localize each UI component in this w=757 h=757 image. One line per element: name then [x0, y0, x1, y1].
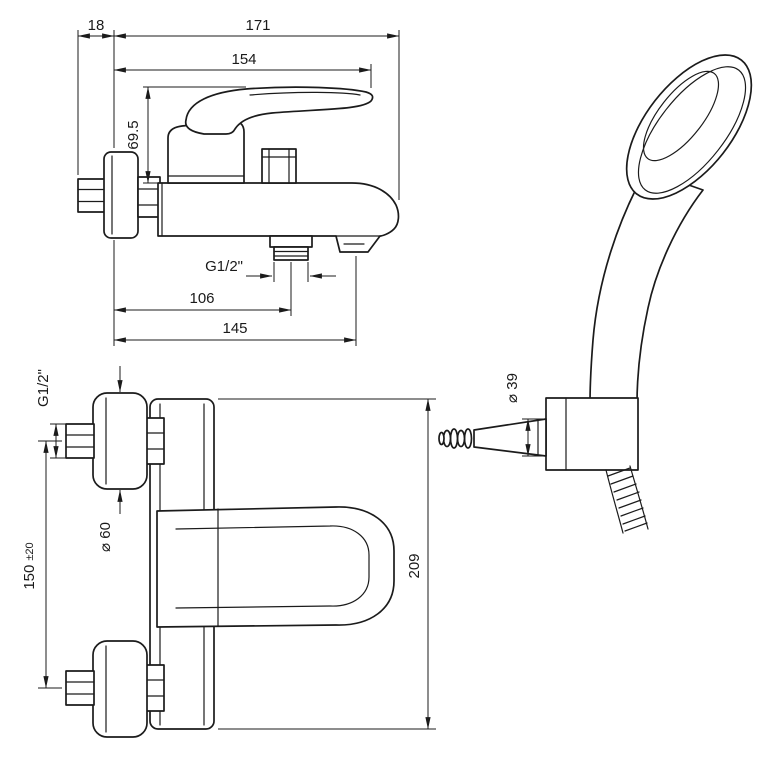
wall-union-top: [65, 423, 95, 459]
diverter-body: [261, 148, 297, 184]
dim-label-60: ⌀ 60: [97, 522, 114, 552]
wall-flange-top: [92, 392, 148, 490]
side-view-dimensions: 18 171 154 69.5 G1/2" 106 145: [77, 17, 400, 346]
hose-rib: [613, 483, 637, 493]
lever-handle: [184, 86, 374, 135]
dim-label-39: ⌀ 39: [504, 373, 521, 403]
supply-cone: [473, 418, 547, 457]
shower-dimensions: ⌀ 39: [504, 373, 546, 457]
union-nut-body: [65, 670, 95, 706]
handle-paddle: [156, 506, 395, 628]
dim-label-150-value: 150: [21, 565, 38, 590]
shower-outlet: [269, 235, 313, 261]
hose-rib: [618, 499, 642, 509]
dim-label-154: 154: [231, 51, 256, 68]
flange-disc: [92, 640, 148, 738]
dim-label-g12-outlet: G1/2": [205, 258, 243, 275]
hose-rib: [620, 507, 644, 517]
hose-rib: [616, 491, 640, 501]
hose-rib: [610, 475, 634, 485]
handle-accent-line: [249, 91, 361, 96]
shower-hose: [605, 465, 649, 534]
outlet-thread: [273, 246, 309, 261]
shower-face-plate: [642, 70, 720, 162]
hose-edge: [605, 469, 624, 534]
union-nut-body: [65, 423, 95, 459]
hand-shower-view: ⌀ 39: [438, 54, 753, 534]
flange-disc: [103, 151, 139, 239]
mixer-body: [157, 182, 400, 253]
dim-label-106: 106: [189, 290, 214, 307]
thread-ridge: [456, 429, 466, 448]
lever-handle-plan: [156, 506, 395, 628]
shower-handle: [589, 169, 704, 405]
wall-flange: [103, 151, 139, 239]
thread-ridge: [449, 428, 459, 449]
dim-label-69-5: 69.5: [125, 120, 142, 149]
dim-label-18: 18: [88, 17, 105, 34]
hose-rib: [607, 467, 631, 477]
shower-head: [625, 54, 753, 200]
wall-flange-bottom: [92, 640, 148, 738]
shower-head-rim: [637, 66, 747, 194]
front-view: G1/2" ⌀ 60 150±20 209: [21, 366, 436, 738]
wall-union-bottom: [65, 670, 95, 706]
holder-block: [545, 397, 639, 471]
dim-label-171: 171: [245, 17, 270, 34]
dim-label-150: 150±20: [21, 542, 38, 589]
handle-inner-line: [175, 525, 370, 609]
side-view: 18 171 154 69.5 G1/2" 106 145: [77, 17, 400, 346]
diverter-knob: [261, 148, 297, 184]
front-view-dimensions: G1/2" ⌀ 60 150±20 209: [21, 366, 436, 730]
dim-label-150-tolerance: ±20: [24, 542, 36, 560]
thread-ridge-tip: [438, 431, 445, 446]
thread-ridge: [463, 428, 473, 449]
dim-label-145: 145: [222, 320, 247, 337]
hose-rib: [624, 522, 648, 532]
wall-holder: [438, 397, 639, 471]
hose-rib: [622, 515, 646, 525]
dim-label-g12-inlet: G1/2": [35, 369, 52, 407]
hose-edge: [629, 465, 649, 530]
handle-lever: [184, 86, 374, 135]
flange-disc: [92, 392, 148, 490]
outlet-collar: [269, 235, 313, 248]
dim-label-209: 209: [406, 553, 423, 578]
